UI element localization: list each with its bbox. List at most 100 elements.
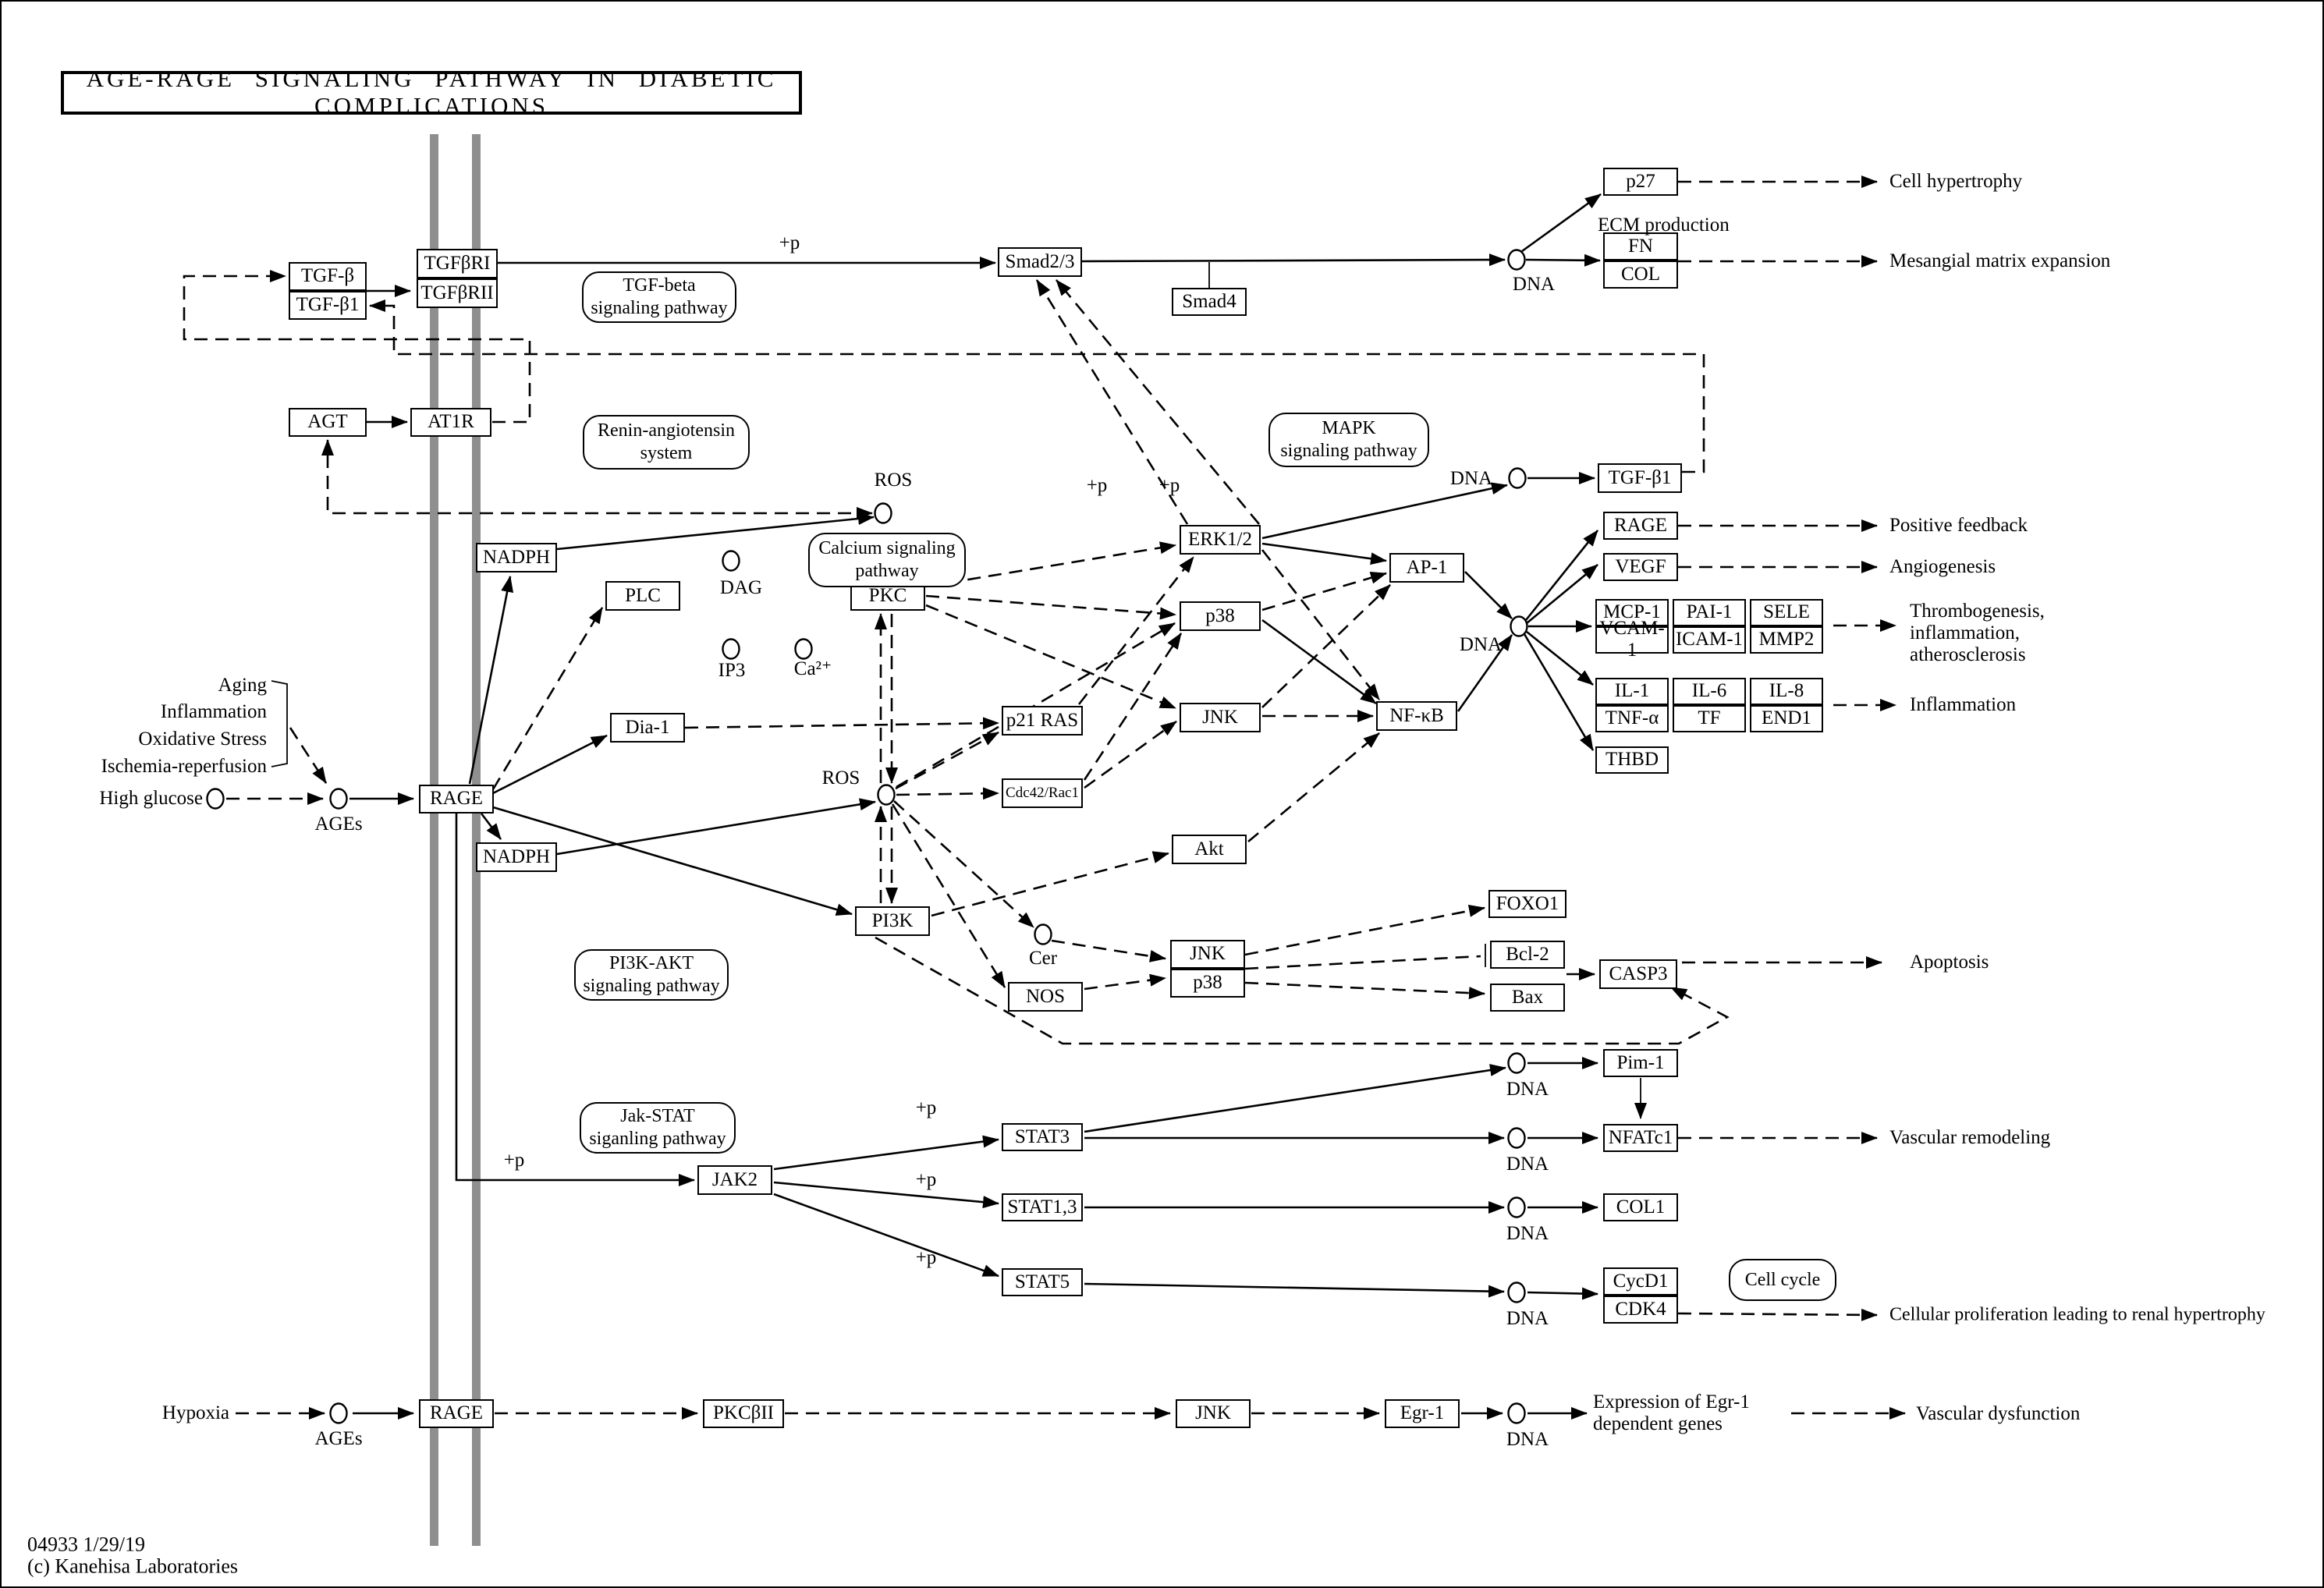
edge-bracket-to-ages: [289, 727, 328, 784]
node-p38[interactable]: p38: [1180, 601, 1261, 631]
node-stat3[interactable]: STAT3: [1002, 1123, 1083, 1151]
node-nfkb[interactable]: NF-κB: [1376, 701, 1457, 731]
node-p27[interactable]: p27: [1603, 168, 1678, 196]
node-ap1[interactable]: AP-1: [1389, 553, 1464, 583]
node-nadph-top[interactable]: NADPH: [476, 543, 557, 572]
node-sele[interactable]: SELE: [1750, 598, 1823, 626]
node-cdc42rac1[interactable]: Cdc42/Rac1: [1002, 778, 1083, 808]
node-jak2[interactable]: JAK2: [697, 1165, 772, 1195]
ros-center-circle[interactable]: [877, 784, 896, 806]
node-fn[interactable]: FN: [1603, 232, 1678, 261]
dag-circle[interactable]: [722, 550, 740, 572]
node-pai1[interactable]: PAI-1: [1673, 598, 1746, 626]
dna-circle-4[interactable]: [1507, 1052, 1526, 1074]
node-jnk-mapk[interactable]: JNK: [1180, 703, 1261, 732]
node-nos[interactable]: NOS: [1008, 982, 1083, 1012]
node-pi3k[interactable]: PI3K: [855, 906, 930, 936]
node-rage-right[interactable]: RAGE: [1603, 512, 1678, 540]
ip3-circle[interactable]: [722, 638, 740, 660]
node-end1[interactable]: END1: [1750, 704, 1823, 732]
cer-circle[interactable]: [1034, 923, 1052, 945]
node-tf[interactable]: TF: [1673, 704, 1746, 732]
out-vascular-remodeling: Vascular remodeling: [1889, 1127, 2051, 1148]
node-stat5[interactable]: STAT5: [1002, 1268, 1083, 1296]
node-bax[interactable]: Bax: [1490, 984, 1565, 1012]
node-pw-renin[interactable]: Renin-angiotensin system: [583, 415, 750, 470]
ros-top-circle[interactable]: [874, 502, 892, 524]
dna-circle-7[interactable]: [1507, 1281, 1526, 1303]
node-tgfb1l[interactable]: TGF-β1: [289, 290, 367, 320]
dna-circle-2[interactable]: [1508, 467, 1527, 489]
ages-circle-1[interactable]: [329, 788, 348, 810]
node-rage-main[interactable]: RAGE: [419, 784, 494, 813]
node-tgfbrii[interactable]: TGFβRII: [417, 278, 498, 308]
ca2-circle[interactable]: [794, 638, 813, 660]
node-agt[interactable]: AGT: [289, 407, 367, 437]
dna-label-6: DNA: [1506, 1223, 1549, 1244]
node-cycd1[interactable]: CycD1: [1603, 1267, 1678, 1296]
node-jnk-bottom[interactable]: JNK: [1176, 1398, 1251, 1428]
dna-circle-6[interactable]: [1507, 1196, 1526, 1218]
input-aging: Aging: [218, 675, 268, 696]
node-vegf[interactable]: VEGF: [1603, 553, 1678, 581]
node-il8[interactable]: IL-8: [1750, 677, 1823, 705]
node-bcl2[interactable]: Bcl-2: [1490, 941, 1565, 969]
out-apoptosis: Apoptosis: [1910, 952, 1989, 973]
node-tgfbri[interactable]: TGFβRI: [417, 249, 498, 278]
edge-cycd1-to-proliferation: [1677, 1308, 1878, 1321]
dna-label-7: DNA: [1506, 1308, 1549, 1329]
edge-akt-to-nfkb: [1247, 732, 1380, 843]
node-dia1[interactable]: Dia-1: [610, 713, 685, 743]
node-foxo1[interactable]: FOXO1: [1488, 890, 1566, 918]
node-icam1[interactable]: ICAM-1: [1673, 626, 1746, 654]
node-stat13[interactable]: STAT1,3: [1002, 1193, 1083, 1221]
node-tgfb1-right[interactable]: TGF-β1: [1598, 463, 1682, 493]
node-egr1[interactable]: Egr-1: [1385, 1398, 1460, 1428]
node-nfatc1[interactable]: NFATc1: [1603, 1124, 1678, 1152]
node-mcp1[interactable]: MCP-1: [1595, 598, 1669, 626]
node-tgfb[interactable]: TGF-β: [289, 261, 367, 291]
ages-circle-2[interactable]: [329, 1402, 348, 1424]
node-thbd[interactable]: THBD: [1595, 746, 1669, 774]
dna-circle-3[interactable]: [1510, 615, 1528, 637]
ros-top-label: ROS: [874, 470, 913, 491]
dna-label-4: DNA: [1506, 1079, 1549, 1100]
node-p38-apop[interactable]: p38: [1170, 968, 1245, 998]
node-nadph-bottom[interactable]: NADPH: [476, 842, 557, 872]
node-plc[interactable]: PLC: [605, 581, 680, 611]
node-il1[interactable]: IL-1: [1595, 677, 1669, 705]
node-pw-jakstat[interactable]: Jak-STAT siganling pathway: [580, 1102, 736, 1154]
node-pw-mapk[interactable]: MAPK signaling pathway: [1268, 413, 1429, 467]
node-p21ras[interactable]: p21 RAS: [1002, 706, 1083, 736]
hypoxia: Hypoxia: [161, 1402, 229, 1423]
node-smad4[interactable]: Smad4: [1172, 288, 1247, 316]
node-col[interactable]: COL: [1603, 261, 1678, 289]
node-pim1[interactable]: Pim-1: [1603, 1049, 1678, 1077]
dna-circle-5[interactable]: [1507, 1127, 1526, 1149]
node-mmp2[interactable]: MMP2: [1750, 626, 1823, 654]
node-jnk-apop[interactable]: JNK: [1170, 939, 1245, 969]
node-akt[interactable]: Akt: [1172, 835, 1247, 864]
node-pw-calcium[interactable]: Calcium signaling pathway: [808, 533, 966, 587]
node-pw-tgfbeta[interactable]: TGF-beta signaling pathway: [582, 271, 736, 323]
node-pw-cellcycle[interactable]: Cell cycle: [1729, 1259, 1836, 1301]
dna-label-3: DNA: [1459, 634, 1503, 655]
node-pw-pi3kakt[interactable]: PI3K-AKT signaling pathway: [574, 949, 729, 1001]
node-pkcbii[interactable]: PKCβII: [703, 1398, 784, 1428]
node-at1r[interactable]: AT1R: [410, 407, 491, 437]
node-erk12[interactable]: ERK1/2: [1180, 525, 1261, 555]
input-ischemia: Ischemia-reperfusion: [101, 756, 267, 777]
node-vcam1[interactable]: VCAM-1: [1595, 618, 1669, 661]
high-glucose-circle[interactable]: [206, 788, 225, 810]
node-casp3[interactable]: CASP3: [1599, 959, 1677, 989]
dna-circle-1[interactable]: [1507, 249, 1526, 271]
node-col1[interactable]: COL1: [1603, 1193, 1678, 1221]
edge-ros-top-to-agt: [321, 439, 873, 519]
node-smad23[interactable]: Smad2/3: [998, 247, 1082, 277]
node-rage-bottom[interactable]: RAGE: [419, 1398, 494, 1428]
node-tnfa[interactable]: TNF-α: [1595, 704, 1669, 732]
dna-circle-8[interactable]: [1507, 1402, 1526, 1424]
node-cdk4[interactable]: CDK4: [1603, 1296, 1678, 1324]
edge-rage-to-jak2: [455, 813, 695, 1186]
node-il6[interactable]: IL-6: [1673, 677, 1746, 705]
